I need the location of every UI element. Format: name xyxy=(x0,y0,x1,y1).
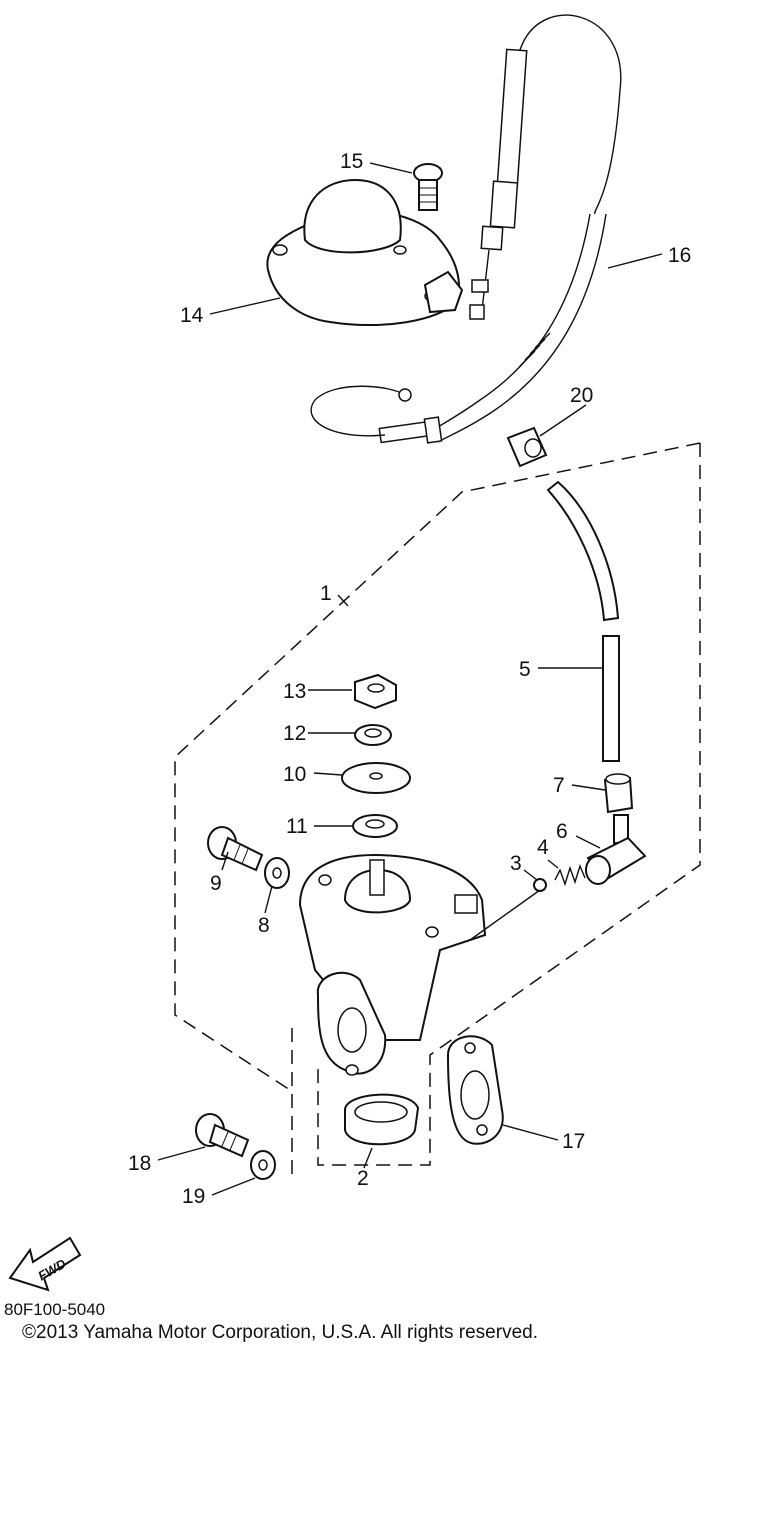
callout-6: 6 xyxy=(556,820,568,843)
callout-labels: 1 2 3 4 5 6 7 8 9 10 11 12 13 14 15 16 1… xyxy=(128,150,691,1208)
washer-11 xyxy=(352,814,398,838)
nut-13 xyxy=(354,673,397,710)
callout-18: 18 xyxy=(128,1152,151,1175)
washer-19 xyxy=(250,1150,276,1180)
elbow-fitting-6 xyxy=(585,814,647,885)
callout-9: 9 xyxy=(210,872,222,895)
callout-16: 16 xyxy=(668,244,691,267)
oil-pump-body xyxy=(298,853,487,1076)
spring-4 xyxy=(554,863,586,887)
callout-4: 4 xyxy=(537,836,549,859)
callout-15: 15 xyxy=(340,150,363,173)
callout-13: 13 xyxy=(283,680,306,703)
callout-14: 14 xyxy=(180,304,204,327)
cable-16 xyxy=(310,213,607,444)
callout-1: 1 xyxy=(320,582,332,605)
joint-7 xyxy=(603,773,634,814)
seal-2 xyxy=(344,1093,420,1146)
callout-7: 7 xyxy=(553,774,565,797)
callout-19: 19 xyxy=(182,1185,205,1208)
part-code: 80F100-5040 xyxy=(4,1300,106,1319)
assembly-boundary xyxy=(174,442,701,1091)
callout-11: 11 xyxy=(286,815,308,838)
callout-2: 2 xyxy=(357,1167,369,1190)
joint-20 xyxy=(506,426,548,468)
washer-12 xyxy=(354,724,392,746)
callout-8: 8 xyxy=(258,914,270,937)
assembly-boundary-right xyxy=(317,443,701,1166)
bolt-18 xyxy=(195,1113,250,1158)
screw-15 xyxy=(413,163,443,211)
ball-3 xyxy=(533,878,547,892)
callout-17: 17 xyxy=(562,1130,585,1153)
plate-10 xyxy=(341,762,411,794)
gasket-17 xyxy=(446,1035,504,1145)
washer-8 xyxy=(264,857,290,889)
cover-14 xyxy=(266,178,464,327)
callout-20: 20 xyxy=(570,384,593,407)
leader-lines xyxy=(157,162,663,1196)
callout-5: 5 xyxy=(519,658,531,681)
hose-5 xyxy=(546,480,620,762)
callout-3: 3 xyxy=(510,852,522,875)
callout-10: 10 xyxy=(283,763,306,786)
throttle-cable xyxy=(469,14,622,320)
copyright-notice: ©2013 Yamaha Motor Corporation, U.S.A. A… xyxy=(22,1322,538,1343)
fwd-arrow-icon: FWD xyxy=(8,1236,82,1292)
bolt-9 xyxy=(207,826,264,872)
callout-12: 12 xyxy=(283,722,306,745)
